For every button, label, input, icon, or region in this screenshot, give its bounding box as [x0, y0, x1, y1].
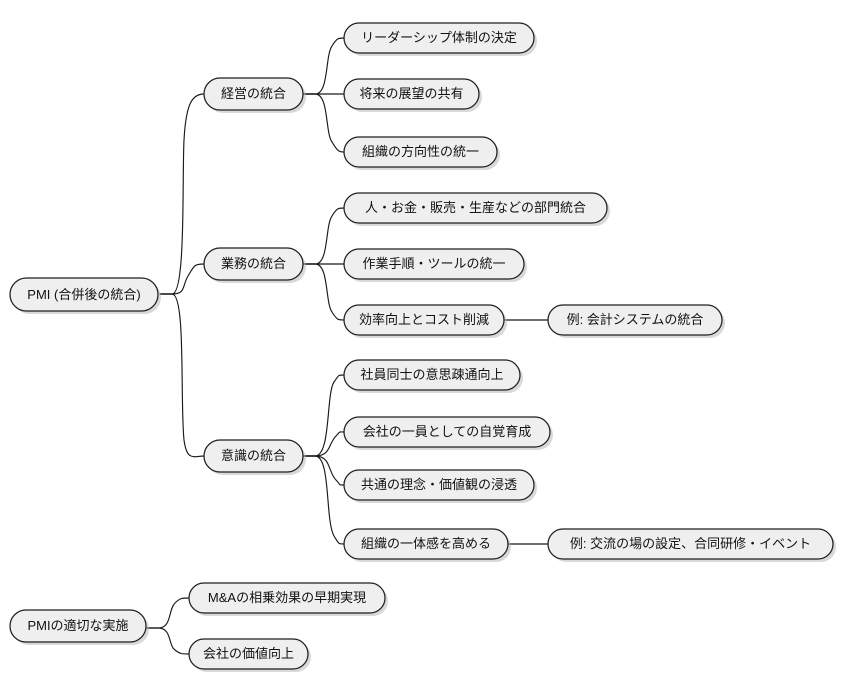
edge-ishiki-to-shain [302, 374, 345, 457]
edge-group-root2 [145, 597, 190, 655]
node-root-pmi-jisshi[interactable]: PMIの適切な実施 [9, 609, 149, 645]
edge-gyomu-to-hito [302, 207, 345, 265]
node-leaf-kaisha-kachi[interactable]: 会社の価値向上 [188, 638, 311, 672]
node-box [343, 136, 498, 168]
node-label: 会社の価値向上 [203, 646, 294, 661]
edge-root-to-keiei [159, 93, 205, 295]
node-leaf-koritsu-cost[interactable]: 効率向上とコスト削減 [343, 304, 507, 338]
edge-ishiki-to-kaisha [302, 431, 345, 457]
node-label: PMI (合併後の統合) [27, 287, 140, 302]
node-box [343, 528, 509, 560]
node-label: 意識の統合 [221, 448, 286, 463]
node-box [343, 248, 525, 280]
edge-group-root [159, 93, 205, 458]
node-branch-ishiki[interactable]: 意識の統合 [203, 439, 306, 475]
node-example-koryu-ba[interactable]: 例: 交流の場の設定、合同研修・イベント [547, 528, 836, 562]
node-example-kaikei-system[interactable]: 例: 会計システムの統合 [547, 304, 725, 338]
node-label: 社員同士の意思疎通向上 [360, 367, 503, 382]
edge-ishiki-to-kyotsu [302, 455, 345, 486]
node-leaf-ittaikan[interactable]: 組織の一体感を高める [343, 528, 511, 562]
node-label: 作業手順・ツールの統一 [362, 256, 505, 271]
node-label: 例: 会計システムの統合 [567, 312, 704, 327]
node-label: PMIの適切な実施 [27, 618, 128, 633]
edge-root2-to-kachi [145, 627, 190, 655]
node-leaf-ma-sojo-kouka[interactable]: M&Aの相乗効果の早期実現 [188, 582, 388, 616]
node-box [343, 192, 608, 224]
node-label: 業務の統合 [221, 256, 286, 271]
node-box [188, 638, 309, 670]
edge-root-to-ishiki [159, 293, 205, 458]
node-box [343, 78, 480, 110]
edge-ishiki-to-ittaikan [302, 455, 345, 545]
node-label: 共通の理念・価値観の浸透 [361, 477, 517, 492]
edge-root2-to-ma [145, 597, 190, 629]
node-box [9, 277, 159, 312]
node-leaf-shain-sotsu[interactable]: 社員同士の意思疎通向上 [343, 359, 523, 393]
node-box [203, 439, 304, 473]
edge-group-keiei [302, 37, 345, 153]
node-box [547, 528, 834, 560]
edge-root-to-gyomu [159, 263, 205, 295]
node-box [203, 247, 304, 281]
node-label: 人・お金・販売・生産などの部門統合 [365, 200, 586, 215]
node-box [343, 416, 551, 448]
node-leaf-jikaku-ikusei[interactable]: 会社の一員としての自覚育成 [343, 416, 553, 450]
node-box [343, 22, 535, 54]
edge-keiei-to-houkou [302, 93, 345, 153]
node-box [343, 304, 505, 336]
node-box [343, 359, 521, 391]
node-label: リーダーシップ体制の決定 [361, 30, 517, 45]
node-leaf-leadership[interactable]: リーダーシップ体制の決定 [343, 22, 537, 56]
node-label: 例: 交流の場の設定、合同研修・イベント [570, 536, 811, 551]
node-box [203, 77, 304, 111]
node-label: 組織の方向性の統一 [362, 144, 479, 159]
node-leaf-soshiki-houkou[interactable]: 組織の方向性の統一 [343, 136, 500, 170]
edge-keiei-to-leader [302, 37, 345, 95]
edge-gyomu-to-koritsu [302, 263, 345, 321]
node-branch-keiei[interactable]: 経営の統合 [203, 77, 306, 113]
node-leaf-rinen-shintou[interactable]: 共通の理念・価値観の浸透 [343, 469, 537, 503]
edge-group-ishiki [302, 374, 549, 545]
node-box [343, 469, 535, 501]
node-branch-gyomu[interactable]: 業務の統合 [203, 247, 306, 283]
node-root-pmi[interactable]: PMI (合併後の統合) [9, 277, 161, 314]
node-box [188, 582, 386, 614]
node-label: 組織の一体感を高める [361, 536, 491, 551]
node-label: 経営の統合 [221, 86, 286, 101]
node-box [9, 609, 147, 643]
edge-group-gyomu [302, 207, 549, 321]
node-leaf-bumon-togo[interactable]: 人・お金・販売・生産などの部門統合 [343, 192, 610, 226]
node-leaf-shorai[interactable]: 将来の展望の共有 [343, 78, 482, 112]
node-box [547, 304, 723, 336]
node-label: 効率向上とコスト削減 [359, 312, 489, 327]
node-leaf-sagyo-tool[interactable]: 作業手順・ツールの統一 [343, 248, 527, 282]
node-label: M&Aの相乗効果の早期実現 [208, 590, 366, 605]
node-label: 会社の一員としての自覚育成 [363, 424, 532, 439]
node-label: 将来の展望の共有 [359, 86, 463, 101]
